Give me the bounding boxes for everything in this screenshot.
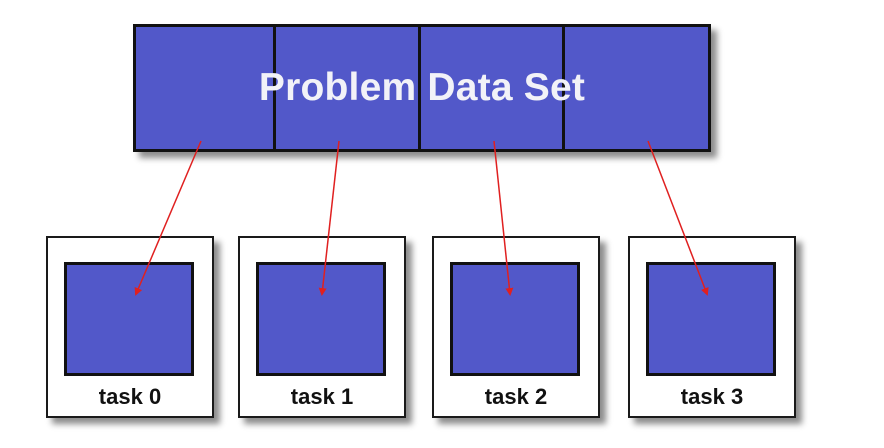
task-card-3: task 3: [628, 236, 796, 418]
task-data-block: [450, 262, 580, 376]
task-data-block: [64, 262, 194, 376]
task-label: task 2: [484, 384, 548, 409]
segment-divider: [418, 27, 421, 149]
task-card-2: task 2: [432, 236, 600, 418]
task-data-block: [256, 262, 386, 376]
problem-data-set-block: Problem Data Set: [133, 24, 711, 152]
segment-divider: [273, 27, 276, 149]
task-label: task 3: [680, 384, 744, 409]
task-data-block: [646, 262, 776, 376]
task-card-0: task 0: [46, 236, 214, 418]
task-label: task 0: [98, 384, 162, 409]
segment-divider: [562, 27, 565, 149]
dataset-title: Problem Data Set: [258, 66, 586, 109]
task-card-1: task 1: [238, 236, 406, 418]
task-label: task 1: [290, 384, 354, 409]
